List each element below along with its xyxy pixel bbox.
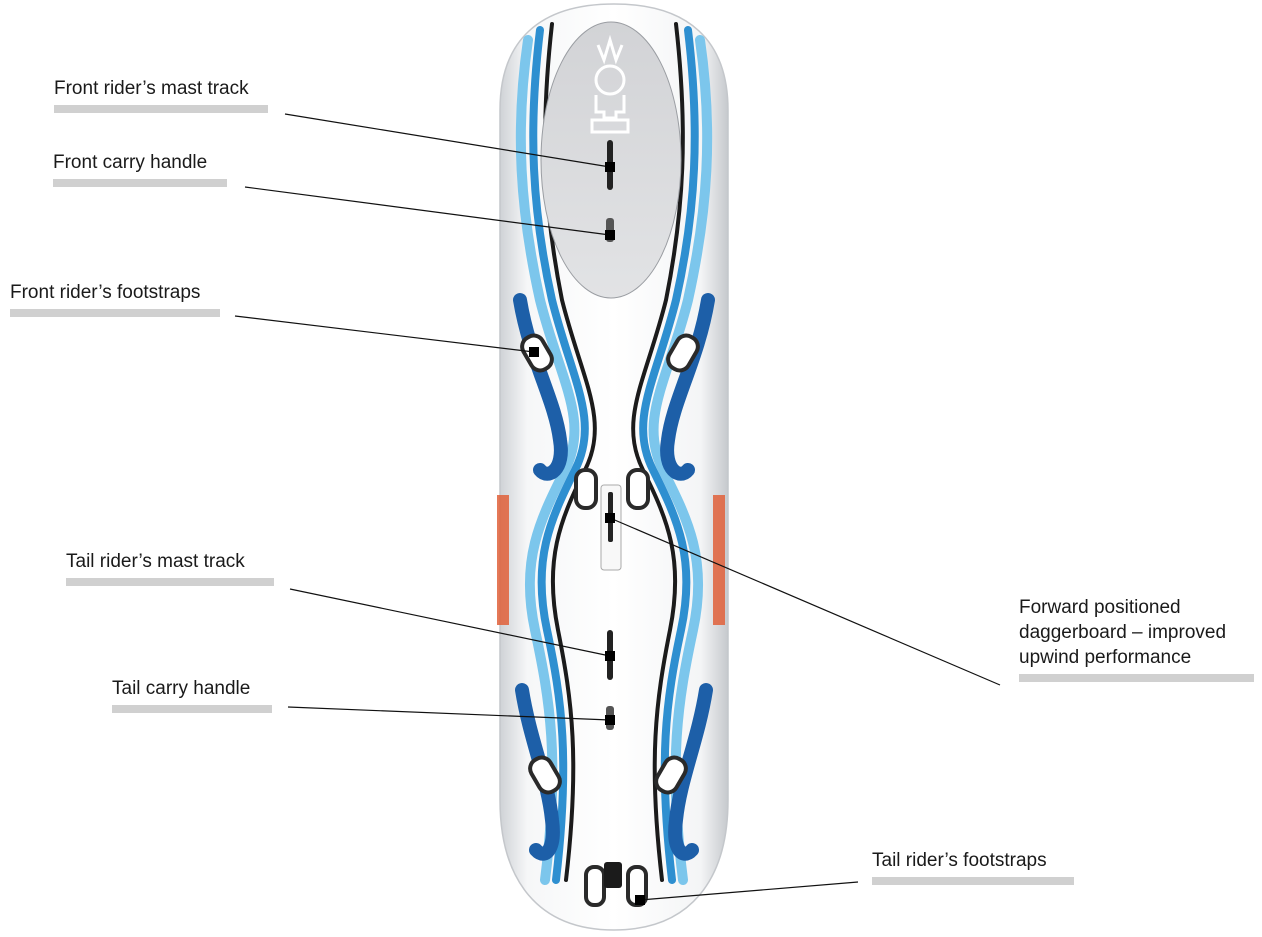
left-brand-graphic <box>497 495 509 625</box>
label-tail-footstraps-text: Tail rider’s footstraps <box>872 848 1074 873</box>
label-daggerboard-line3: upwind performance <box>1019 645 1255 670</box>
label-front-mast-track-text: Front rider’s mast track <box>54 76 268 101</box>
label-underline <box>10 309 220 317</box>
label-daggerboard: Forward positioned daggerboard – improve… <box>1019 595 1255 682</box>
label-front-footstraps-text: Front rider’s footstraps <box>10 280 220 305</box>
label-tail-footstraps: Tail rider’s footstraps <box>872 848 1074 885</box>
label-tail-mast-track-text: Tail rider’s mast track <box>66 549 274 574</box>
label-tail-carry-handle-text: Tail carry handle <box>112 676 272 701</box>
label-front-mast-track: Front rider’s mast track <box>54 76 268 113</box>
label-front-carry-handle: Front carry handle <box>53 150 227 187</box>
label-front-carry-handle-text: Front carry handle <box>53 150 227 175</box>
label-front-footstraps: Front rider’s footstraps <box>10 280 220 317</box>
label-daggerboard-line2: daggerboard – improved <box>1019 620 1255 645</box>
label-underline <box>112 705 272 713</box>
label-tail-mast-track: Tail rider’s mast track <box>66 549 274 586</box>
right-brand-graphic <box>713 495 725 625</box>
label-underline <box>1019 674 1254 682</box>
label-underline <box>53 179 227 187</box>
label-underline <box>872 877 1074 885</box>
label-underline <box>54 105 268 113</box>
label-daggerboard-line1: Forward positioned <box>1019 595 1255 620</box>
label-underline <box>66 578 274 586</box>
label-tail-carry-handle: Tail carry handle <box>112 676 272 713</box>
tail-badge <box>604 862 622 888</box>
